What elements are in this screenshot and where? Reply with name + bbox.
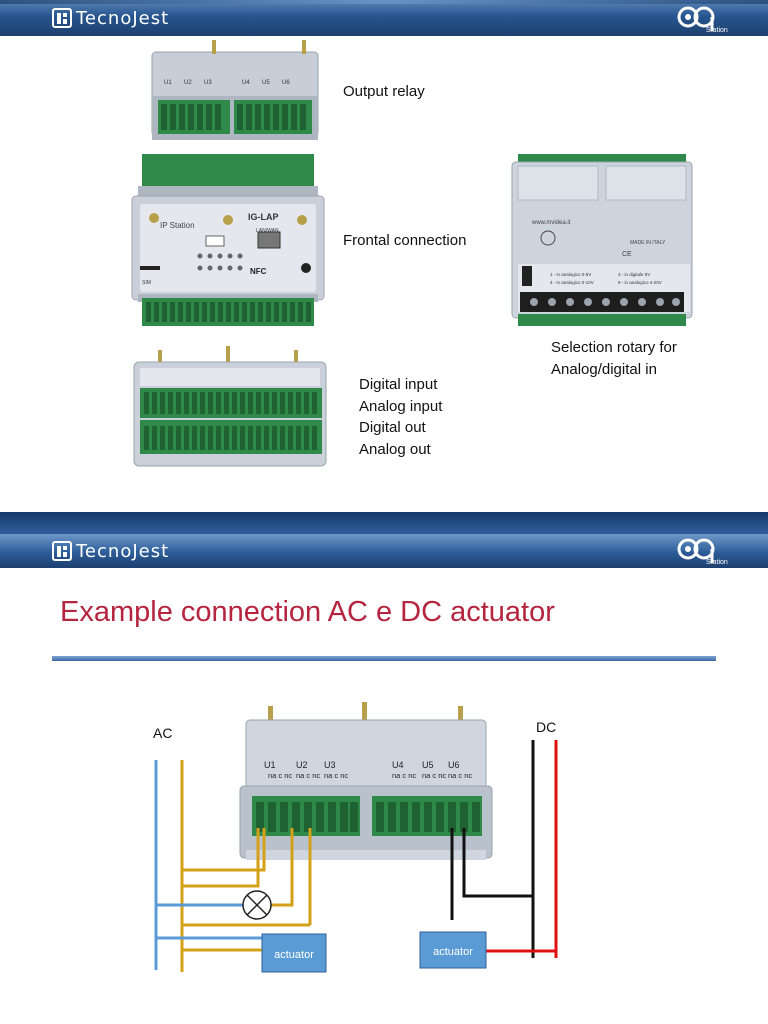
port-label: LAN/WAN xyxy=(256,228,279,234)
header-bar: TecnoJest Station xyxy=(0,0,768,36)
ipstation-logo-icon: Station xyxy=(677,538,728,566)
io-analog-input: Analog input xyxy=(359,397,443,415)
output-relay-label: Output relay xyxy=(343,83,425,100)
slide-1: TecnoJest Station U1 U2 U3 U4 U5 U6 xyxy=(0,0,768,512)
side-url: www.mvidea.it xyxy=(531,220,571,226)
tecnojest-logo-icon xyxy=(52,8,72,28)
diagram-contacts-u3: na c nc xyxy=(324,771,348,780)
selection-rotary-line-2: Analog/digital in xyxy=(551,360,657,378)
relay-u3: U3 xyxy=(204,80,212,86)
diagram-contacts-u5: na c nc xyxy=(422,771,446,780)
ce-label: CE xyxy=(622,251,632,258)
ac-wiring xyxy=(154,760,312,972)
sim-label: SIM xyxy=(142,280,151,286)
lamp-icon xyxy=(242,890,272,920)
relay-u1: U1 xyxy=(164,80,172,86)
brand-logo: TecnoJest xyxy=(52,5,169,31)
io-list: Digital input Analog input Digital out A… xyxy=(359,374,442,460)
relay-u2: U2 xyxy=(184,80,192,86)
slide2-header: TecnoJest Station xyxy=(0,534,768,568)
actuator-left-label: actuator xyxy=(274,949,314,961)
rotary-option-2: 4 - in analogico 0-10V xyxy=(550,280,594,285)
ac-label: AC xyxy=(153,725,172,741)
dc-label: DC xyxy=(536,719,556,735)
device-rotary-side: www.mvidea.it MADE IN ITALY CE 1 - in an… xyxy=(511,154,693,326)
logo-subtext: Station xyxy=(706,27,728,34)
actuator-right-label: actuator xyxy=(433,946,473,958)
diagram-relay-u6: U6 xyxy=(448,760,460,770)
io-digital-input: Digital input xyxy=(359,376,438,393)
diagram-contacts-u4: na c nc xyxy=(392,771,416,780)
dc-wiring xyxy=(450,740,558,958)
brand-name: TecnoJest xyxy=(76,540,170,562)
diagram-relay-u4: U4 xyxy=(392,760,404,770)
selection-rotary-label: Selection rotary for Analog/digital in xyxy=(551,337,677,380)
tecnojest-logo-icon xyxy=(52,541,72,561)
diagram-relay-u2: U2 xyxy=(296,760,308,770)
relay-u4: U4 xyxy=(242,80,250,86)
device-io-terminals xyxy=(133,346,327,467)
rotary-option-4: 9 - in analogico 4-20V xyxy=(618,280,662,285)
ipstation-logo-icon: Station xyxy=(677,6,728,34)
nfc-label: NFC xyxy=(250,267,267,276)
diagram-contacts-u6: na c nc xyxy=(448,771,472,780)
device-model: IG-LAP xyxy=(248,212,279,222)
wiring-diagram: U1 U2 U3 U4 U5 U6 na c nc na c nc na c n… xyxy=(153,702,558,973)
brand-name: TecnoJest xyxy=(76,7,170,29)
title-divider xyxy=(52,656,716,661)
slide-title: Example connection AC e DC actuator xyxy=(60,596,555,628)
actuator-right: actuator xyxy=(419,931,487,969)
diagram-contacts-u1: na c nc xyxy=(268,771,292,780)
device-frontal: IP Station IG-LAP LAN/WAN SIM NFC xyxy=(131,154,325,326)
logo-subtext: Station xyxy=(706,559,728,566)
relay-u5: U5 xyxy=(262,80,270,86)
device-output-relay: U1 U2 U3 U4 U5 U6 xyxy=(142,40,328,150)
diagram-relay-u1: U1 xyxy=(264,760,276,770)
io-digital-out: Digital out xyxy=(359,419,426,436)
frontal-connection-label: Frontal connection xyxy=(343,232,467,249)
io-analog-out: Analog out xyxy=(359,440,431,458)
diagram-contacts-u2: na c nc xyxy=(296,771,320,780)
actuator-left: actuator xyxy=(261,933,327,973)
diagram-relay-u5: U5 xyxy=(422,760,434,770)
relay-device: U1 U2 U3 U4 U5 U6 na c nc na c nc na c n… xyxy=(239,702,493,860)
selection-rotary-line-1: Selection rotary for xyxy=(551,339,677,356)
brand-logo: TecnoJest xyxy=(52,538,169,564)
diagram-relay-u3: U3 xyxy=(324,760,336,770)
made-in-label: MADE IN ITALY xyxy=(630,240,666,246)
relay-u6: U6 xyxy=(282,80,290,86)
device-brand: IP Station xyxy=(160,221,195,230)
rotary-option-3: 3 - in digitale 5V xyxy=(618,272,650,277)
rotary-option-1: 1 - in analogico 0-5V xyxy=(550,272,591,277)
header-accent xyxy=(0,0,768,4)
